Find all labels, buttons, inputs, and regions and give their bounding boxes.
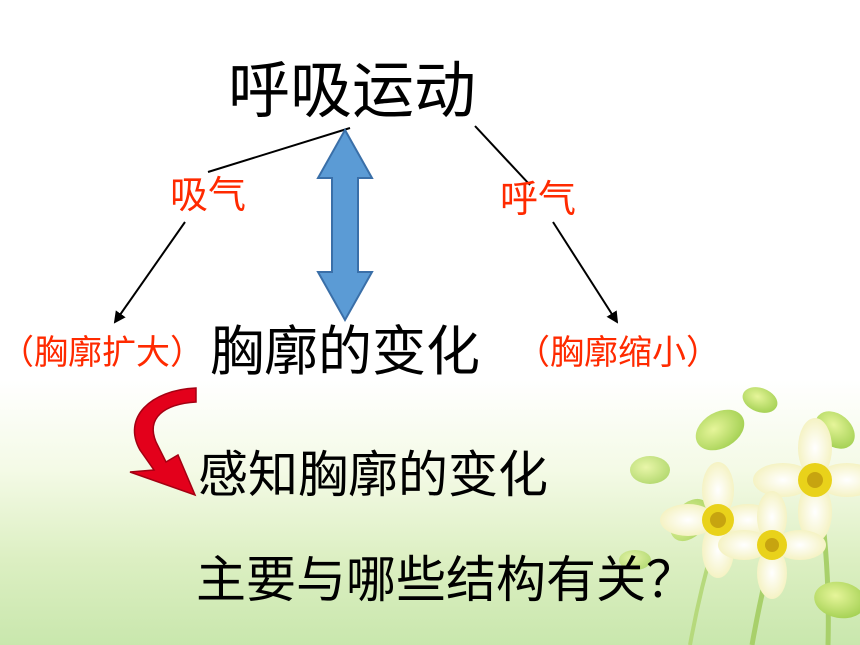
label-chest-change: 胸廓的变化 (210, 320, 480, 383)
label-chest-expand: （胸廓扩大） (0, 333, 204, 373)
text-perceive-chest-change: 感知胸廓的变化 (198, 446, 548, 504)
exhale-to-shrink-arrow (552, 221, 619, 324)
title-to-inhale-line (207, 127, 351, 173)
inhale-to-expand-arrow (113, 221, 186, 324)
text-question: 主要与哪些结构有关？ (196, 551, 696, 609)
label-inhale: 吸气 (170, 173, 247, 217)
title-to-exhale-line (474, 125, 531, 186)
title-respiratory-movement: 呼吸运动 (228, 54, 477, 127)
curved-arrow-icon (129, 387, 197, 497)
label-exhale: 呼气 (500, 177, 577, 221)
label-chest-shrink: （胸廓缩小） (516, 333, 720, 373)
double-arrow-icon (316, 127, 374, 323)
